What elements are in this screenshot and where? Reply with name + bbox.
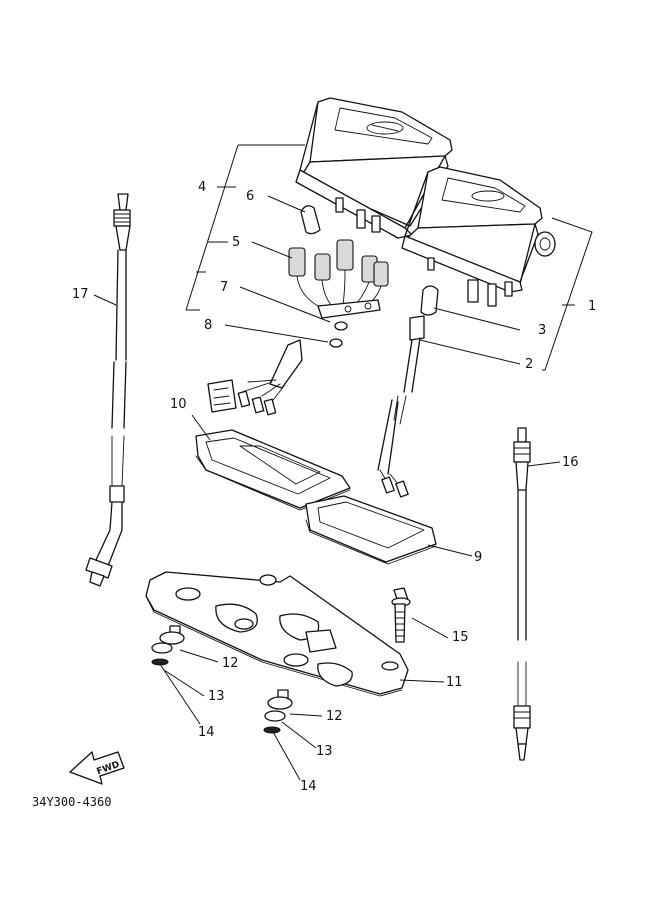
callout-labels: 4 6 5 7 8 1 3 2 17 10 16 9 15 11 12 13 1…	[72, 180, 596, 794]
tachometer-cable	[513, 427, 531, 761]
speedometer-assembly	[295, 97, 453, 239]
callout-5: 5	[232, 235, 240, 250]
callout-10: 10	[170, 397, 187, 412]
callout-15: 15	[452, 630, 469, 645]
callout-2: 2	[525, 357, 533, 372]
callout-4: 4	[198, 180, 206, 195]
leader-lines	[93, 144, 593, 781]
damper-hardware	[151, 625, 293, 734]
speedometer-cable	[85, 193, 131, 587]
callout-13-upper: 13	[208, 689, 225, 704]
callout-8: 8	[204, 318, 212, 333]
callout-6: 6	[246, 189, 254, 204]
callout-17: 17	[72, 287, 89, 302]
fwd-arrow-icon: FWD	[69, 751, 125, 785]
callout-9: 9	[474, 550, 482, 565]
callout-1: 1	[588, 299, 596, 314]
bulb-sockets	[288, 205, 439, 348]
part-code: 34Y300-4360	[32, 795, 111, 809]
callout-13-lower: 13	[316, 744, 333, 759]
tachometer-assembly	[401, 166, 556, 307]
gasket-9	[305, 495, 437, 565]
bolt-15	[391, 587, 411, 643]
meter-bracket	[145, 571, 409, 697]
callout-11: 11	[446, 675, 463, 690]
callout-14-upper: 14	[198, 725, 215, 740]
callout-12-upper: 12	[222, 656, 239, 671]
callout-14-lower: 14	[300, 779, 317, 794]
callout-16: 16	[562, 455, 579, 470]
wire-harness	[207, 315, 425, 498]
callout-12-lower: 12	[326, 709, 343, 724]
callout-3: 3	[538, 323, 546, 338]
gasket-10	[195, 429, 351, 511]
callout-7: 7	[220, 280, 228, 295]
